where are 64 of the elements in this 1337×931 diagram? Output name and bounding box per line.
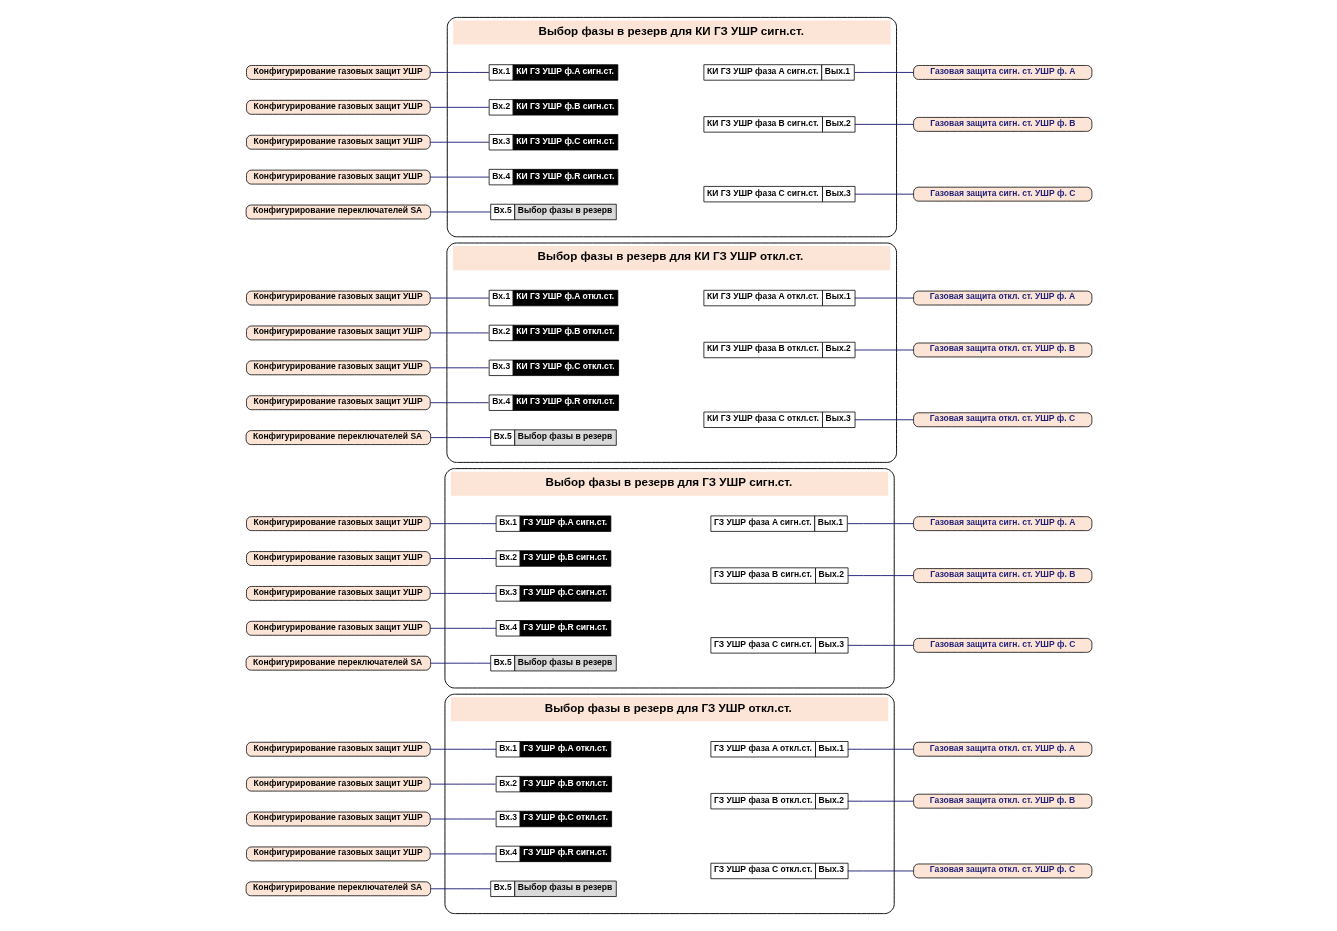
connector (853, 72, 914, 73)
connector (846, 523, 914, 525)
connector (429, 853, 497, 855)
connector (429, 437, 491, 439)
node-box: Конфигурирование газовых защит УШР (245, 65, 431, 80)
node-box: Газовая защита сигн. ст. УШР ф. B (912, 568, 1092, 583)
connector (429, 783, 496, 785)
connector (429, 106, 489, 108)
node-box: Конфигурирование газовых защит УШР (245, 516, 431, 531)
node-box: Конфигурирование газовых защит УШР (245, 551, 431, 566)
connector (429, 558, 497, 559)
connector (853, 123, 914, 125)
connector (853, 349, 914, 351)
connector (429, 72, 489, 73)
node-box: Конфигурирование газовых защит УШР (245, 99, 431, 115)
node-box: Газовая защита откл. ст. УШР ф. A (912, 741, 1092, 757)
connector (429, 523, 497, 525)
node-box: Конфигурирование газовых защит УШР (245, 620, 431, 636)
node-box: Газовая защита откл. ст. УШР ф. A (912, 290, 1092, 306)
connector (853, 297, 914, 299)
connector (429, 748, 497, 750)
connector (846, 800, 914, 802)
node-box: Газовая защита сигн. ст. УШР ф. C (912, 186, 1092, 202)
node-box: Газовая защита сигн. ст. УШР ф. B (912, 117, 1092, 132)
node-box: Конфигурирование газовых защит УШР (245, 360, 431, 376)
connector (429, 211, 491, 213)
node-box: Конфигурирование газовых защит УШР (245, 290, 431, 306)
connector (429, 818, 496, 820)
connector (429, 176, 489, 178)
connector (429, 592, 497, 594)
node-box: Конфигурирование газовых защит УШР (245, 134, 431, 150)
node-box: Конфигурирование газовых защит УШР (245, 395, 431, 411)
connector (429, 888, 491, 890)
node-box: Газовая защита откл. ст. УШР ф. B (912, 342, 1092, 358)
node-box: Конфигурирование газовых защит УШР (245, 169, 431, 185)
node-box: Конфигурирование газовых защит УШР (245, 741, 431, 757)
node-box: Конфигурирование газовых защит УШР (245, 776, 431, 792)
connector (846, 575, 914, 577)
node-box: Конфигурирование переключателей SA (245, 430, 431, 445)
connector (429, 627, 497, 629)
node-box: Конфигурирование переключателей SA (245, 655, 431, 671)
connector (429, 141, 489, 143)
connector (429, 662, 491, 664)
connector (853, 419, 914, 421)
node-box: Газовая защита сигн. ст. УШР ф. A (912, 516, 1092, 531)
node-box: Газовая защита сигн. ст. УШР ф. C (912, 638, 1092, 653)
node-box: Конфигурирование газовых защит УШР (245, 846, 431, 862)
node-box: Газовая защита откл. ст. УШР ф. B (912, 793, 1092, 809)
node-box: Газовая защита откл. ст. УШР ф. C (912, 863, 1092, 879)
node-box: Газовая защита сигн. ст. УШР ф. A (912, 65, 1092, 80)
connector (429, 332, 489, 334)
node-box: Газовая защита откл. ст. УШР ф. C (912, 412, 1092, 428)
connector (429, 297, 489, 299)
connector (429, 367, 489, 369)
node-box: Конфигурирование переключателей SA (245, 881, 431, 897)
connector (429, 402, 489, 404)
connector (853, 193, 914, 195)
node-box: Конфигурирование газовых защит УШР (245, 586, 431, 601)
connector (846, 644, 914, 646)
node-box: Конфигурирование газовых защит УШР (245, 325, 431, 341)
node-box: Конфигурирование газовых защит УШР (245, 811, 431, 827)
node-box: Конфигурирование переключателей SA (245, 204, 431, 220)
connector (846, 748, 914, 750)
connector (846, 870, 914, 872)
